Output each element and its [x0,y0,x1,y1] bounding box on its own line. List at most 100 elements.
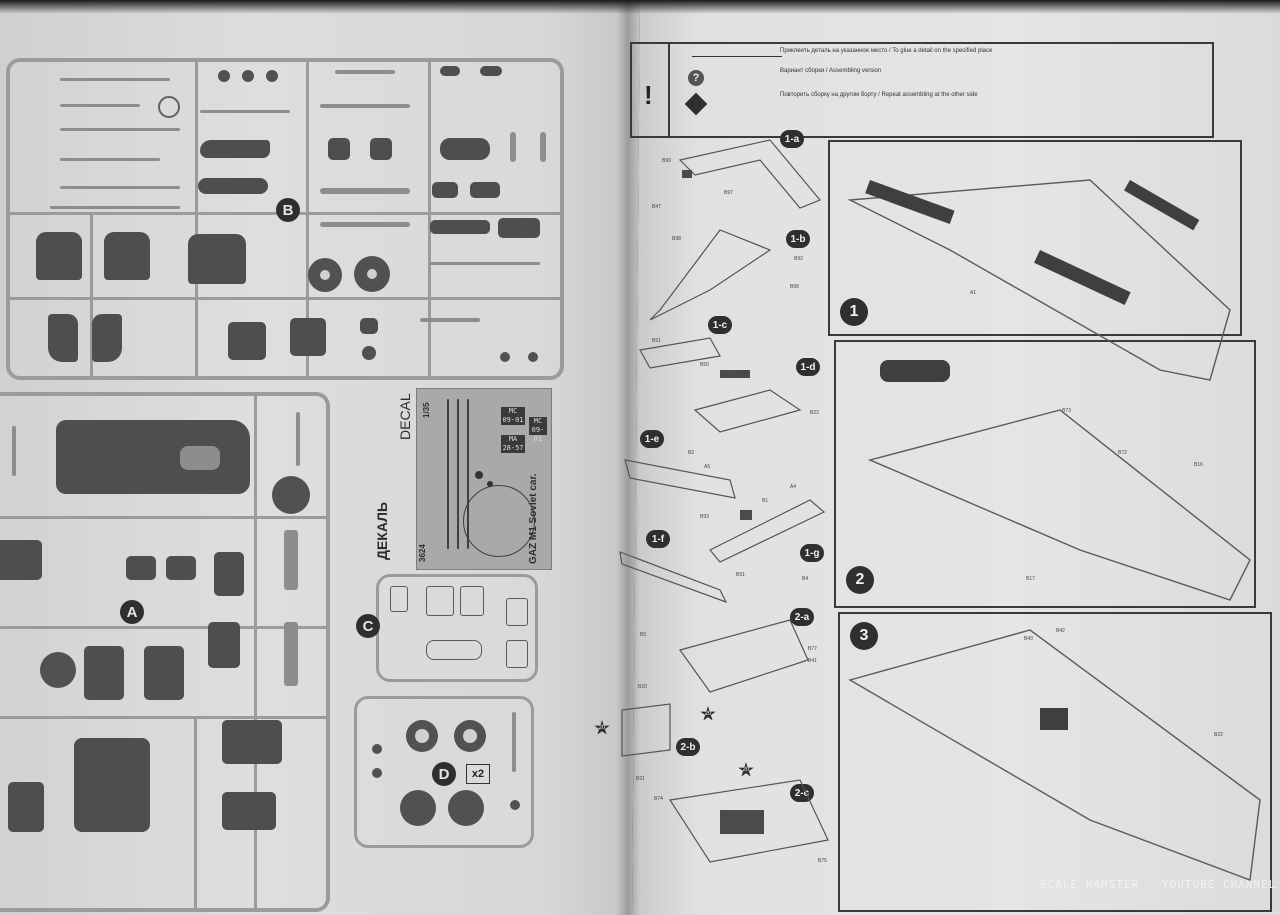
step-2-box [834,340,1256,608]
decal-stripe [447,399,449,549]
mirror-icon [684,92,708,116]
sprue-part [448,790,484,826]
part-label: B22 [1214,732,1223,738]
sprue-part [498,218,540,238]
sprue-part [144,646,184,700]
sprue-part [335,70,395,74]
arrow-left-icon [692,56,782,57]
sprue-part [420,318,480,322]
part-label: B51 [652,338,661,344]
decal-label-en: DECAL [397,393,413,440]
part-label: B43 [1024,636,1033,642]
sprue-d-multiplier: x2 [466,764,490,784]
sprue-part [320,222,410,227]
part-label: B74 [654,796,663,802]
exclamation-icon: ! [644,80,653,110]
chassis-drawings [847,179,1261,881]
sprue-part [362,346,376,360]
sprue-part [440,66,460,76]
sprue-part [460,586,484,616]
part-label: A1 [970,290,977,296]
step-1-number: 1 [840,298,868,326]
legend-repeat-text: Повторить сборку на другом борту / Repea… [780,92,978,98]
decal-kit-number: 3624 [418,544,427,562]
sprue-part [470,182,500,198]
sprue-part [166,556,196,580]
sprue-part [200,140,270,158]
sprue-part [426,640,482,660]
sprue-part [510,132,516,162]
sub-step-badge: 1-c [708,316,732,334]
sprue-part [320,270,330,280]
sprue-part [290,318,326,356]
decal-sheet: МС 09-01 МА 28-57 МС 09-01 [416,388,552,570]
sprue-part [415,729,429,743]
sprue-part [242,70,254,82]
part-label: B75 [818,858,827,864]
sprue-part [214,552,244,596]
sprue-part [430,262,540,265]
sprue-divider [195,62,198,376]
sprue-part [222,792,276,830]
part-label: B21 [636,776,645,782]
sprue-b-label: B [276,198,300,222]
part-label: B98 [672,236,681,242]
part-label: B68 [790,284,799,290]
part-label: B5 [640,632,647,638]
sprue-part [74,738,150,832]
sprue-part [48,314,78,362]
sub-step-badge: 2-b [676,738,700,756]
sprue-part [512,712,516,772]
legend-variant-text: Вариант сборки / Assembling version [780,68,882,74]
sprue-part [36,232,82,280]
sprue-part [60,104,140,107]
sprue-part [400,790,436,826]
step-1-box [828,140,1242,336]
step-3-box [838,612,1272,912]
sprue-d-label: D [432,762,456,786]
part-label: B91 [736,572,745,578]
sprue-part [480,66,502,76]
sprue-part [360,318,378,334]
decal-scale: 1/35 [422,402,431,418]
sprue-part [432,182,458,198]
sprue-part [222,720,282,764]
sprue-part [284,530,298,590]
sprue-part [8,782,44,832]
sprue-part [180,446,220,470]
legend-glue-text: Приклеить деталь на указанное место / To… [780,48,993,54]
sprue-divider [306,62,309,376]
sprue-divider [194,716,197,908]
part-label: B17 [1026,576,1035,582]
sprue-part [228,322,266,360]
sprue-part [208,622,240,668]
part-label: B73 [1062,408,1071,414]
sprue-part [56,420,250,494]
sprue-part [60,158,160,161]
right-page [632,0,1280,915]
sprue-divider [0,516,326,519]
part-label: A4 [790,484,797,490]
sprue-part [463,729,477,743]
page-gutter [616,0,640,915]
sprue-a-label: A [120,600,144,624]
sprue-divider [10,297,560,300]
sprue-part [104,232,150,280]
license-plate: МС 09-01 [529,417,547,443]
sprue-part [528,352,538,362]
part-label: B20 [638,684,647,690]
part-label: B50 [700,362,709,368]
part-label: B4 [802,576,809,582]
decal-stripe [457,399,459,549]
sub-step-badge: 1-f [646,530,670,548]
sprue-c-label: C [356,614,380,638]
license-plate: МС 09-01 [501,407,525,425]
sprue-part [272,476,310,514]
sprue-part [500,352,510,362]
part-label: B41 [808,658,817,664]
sprue-part [284,622,298,686]
part-label: B92 [794,256,803,262]
channel-watermark: SCALE HAMSTER - YOUTUBE CHANNEL [1040,878,1277,891]
sprue-part [510,800,520,810]
sprue-part [126,556,156,580]
